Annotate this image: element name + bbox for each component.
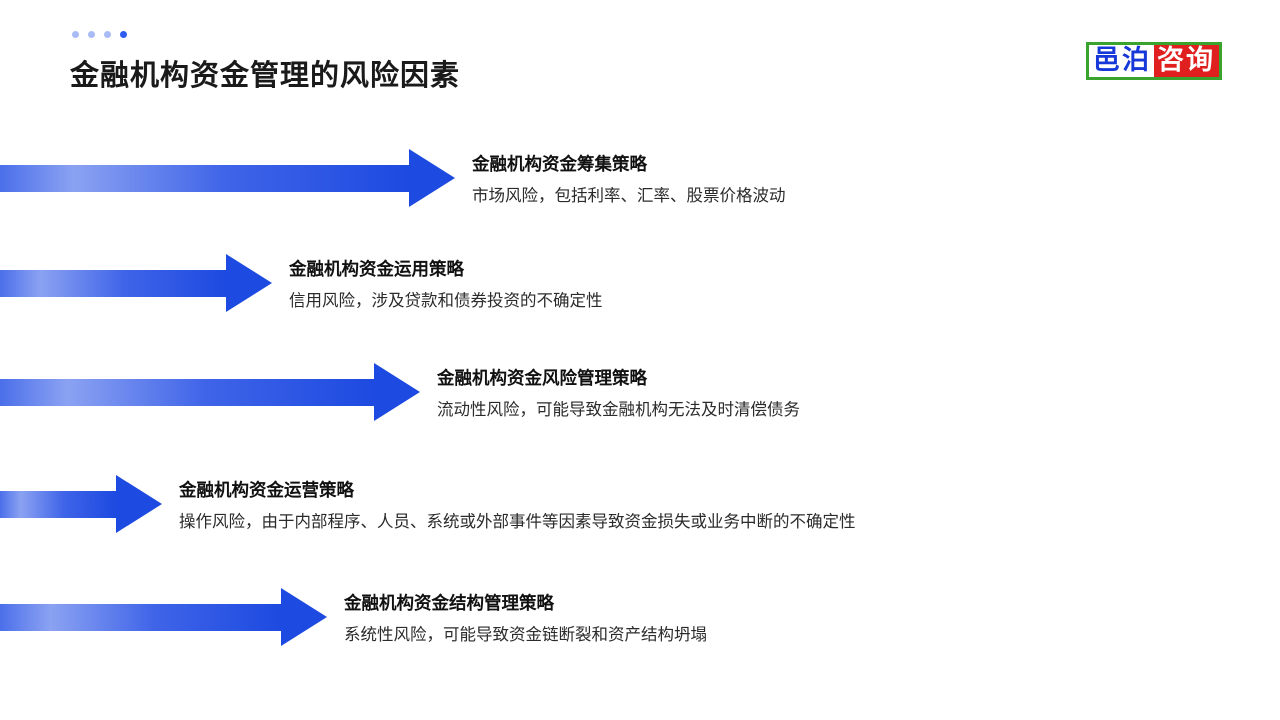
item-description: 系统性风险，可能导致资金链断裂和资产结构坍塌 — [344, 625, 707, 644]
item-text: 金融机构资金筹集策略 市场风险，包括利率、汇率、股票价格波动 — [472, 151, 786, 206]
logo-text-primary: 邑泊 — [1089, 45, 1154, 77]
arrow-right-icon — [0, 254, 272, 312]
brand-logo: 邑泊 咨询 — [1086, 42, 1222, 80]
list-item: 金融机构资金筹集策略 市场风险，包括利率、汇率、股票价格波动 — [0, 149, 786, 207]
dot-icon — [120, 31, 127, 38]
arrow-head — [281, 588, 327, 646]
arrow-shaft — [0, 603, 281, 631]
item-heading: 金融机构资金筹集策略 — [472, 153, 647, 174]
list-item: 金融机构资金风险管理策略 流动性风险，可能导致金融机构无法及时清偿债务 — [0, 363, 800, 421]
arrow-right-icon — [0, 475, 162, 533]
logo-text-secondary: 咨询 — [1154, 45, 1219, 77]
arrow-head — [226, 254, 272, 312]
arrow-shaft — [0, 269, 226, 297]
arrow-shaft — [0, 490, 116, 518]
arrow-head — [409, 149, 455, 207]
arrow-head — [116, 475, 162, 533]
arrow-head — [374, 363, 420, 421]
item-description: 流动性风险，可能导致金融机构无法及时清偿债务 — [437, 400, 800, 419]
item-text: 金融机构资金运营策略 操作风险，由于内部程序、人员、系统或外部事件等因素导致资金… — [179, 477, 856, 532]
arrow-right-icon — [0, 588, 327, 646]
arrow-shaft — [0, 164, 409, 192]
item-text: 金融机构资金运用策略 信用风险，涉及贷款和债券投资的不确定性 — [289, 256, 603, 311]
item-heading: 金融机构资金结构管理策略 — [344, 592, 554, 613]
item-description: 信用风险，涉及贷款和债券投资的不确定性 — [289, 291, 603, 310]
arrow-right-icon — [0, 149, 455, 207]
dot-icon — [104, 31, 111, 38]
item-description: 市场风险，包括利率、汇率、股票价格波动 — [472, 186, 786, 205]
dot-icon — [88, 31, 95, 38]
dot-icon — [72, 31, 79, 38]
list-item: 金融机构资金结构管理策略 系统性风险，可能导致资金链断裂和资产结构坍塌 — [0, 588, 707, 646]
item-heading: 金融机构资金风险管理策略 — [437, 367, 647, 388]
item-description: 操作风险，由于内部程序、人员、系统或外部事件等因素导致资金损失或业务中断的不确定… — [179, 512, 856, 531]
title-dots — [72, 31, 127, 38]
arrow-shaft — [0, 378, 374, 406]
item-text: 金融机构资金结构管理策略 系统性风险，可能导致资金链断裂和资产结构坍塌 — [344, 590, 707, 645]
item-heading: 金融机构资金运用策略 — [289, 258, 464, 279]
arrow-right-icon — [0, 363, 420, 421]
list-item: 金融机构资金运营策略 操作风险，由于内部程序、人员、系统或外部事件等因素导致资金… — [0, 475, 856, 533]
item-heading: 金融机构资金运营策略 — [179, 479, 354, 500]
item-text: 金融机构资金风险管理策略 流动性风险，可能导致金融机构无法及时清偿债务 — [437, 365, 800, 420]
list-item: 金融机构资金运用策略 信用风险，涉及贷款和债券投资的不确定性 — [0, 254, 603, 312]
page-title: 金融机构资金管理的风险因素 — [70, 60, 461, 92]
